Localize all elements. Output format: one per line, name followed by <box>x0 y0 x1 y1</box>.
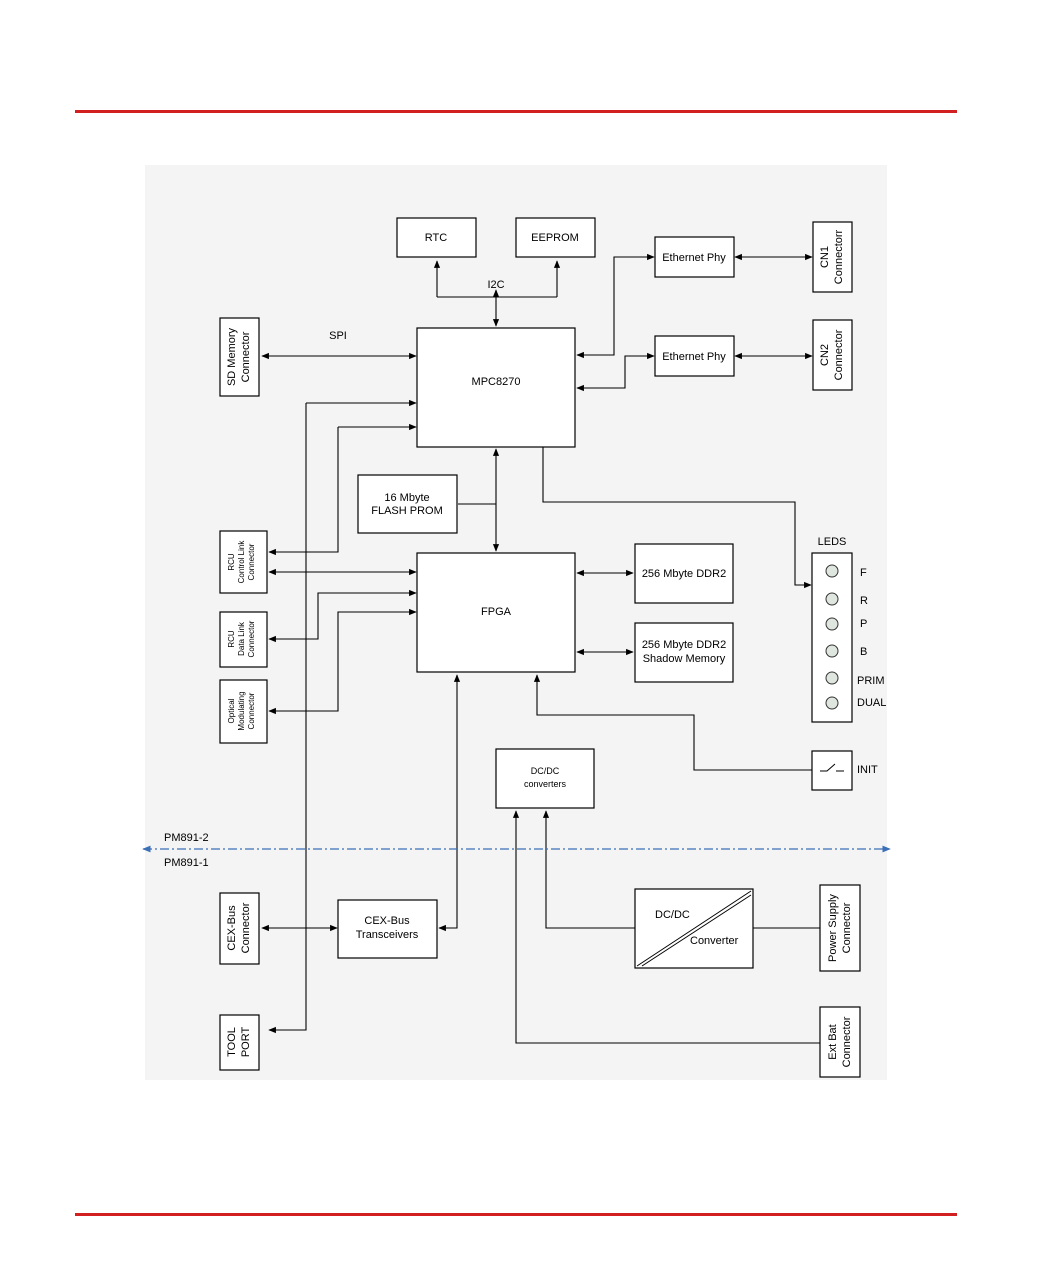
i2c-label: I2C <box>487 279 504 291</box>
svg-text:CEX-Bus: CEX-Bus <box>226 905 238 951</box>
optical-modulating-connector: Optical Modulating Connector <box>219 679 268 744</box>
led-f-icon <box>825 564 839 578</box>
led-p-icon <box>825 617 839 631</box>
leds-title: LEDS <box>818 536 847 548</box>
cn1-connector: CN1 Connectorr <box>812 221 853 293</box>
cex-bus-connector: CEX-Bus Connector <box>219 892 260 965</box>
ddr2-block: 256 Mbyte DDR2 <box>634 543 734 604</box>
svg-text:Connector: Connector <box>240 331 252 382</box>
init-switch <box>811 750 853 791</box>
svg-text:Ethernet Phy: Ethernet Phy <box>662 351 726 363</box>
wires <box>261 253 820 1044</box>
svg-text:Data Link: Data Link <box>237 621 246 656</box>
svg-text:Ethernet Phy: Ethernet Phy <box>662 252 726 264</box>
svg-text:TOOL: TOOL <box>226 1027 238 1057</box>
power-supply-connector: Power Supply Connector <box>819 884 861 972</box>
svg-text:SD Memory: SD Memory <box>226 327 238 386</box>
footer-rule <box>75 1213 957 1216</box>
led-dual-icon <box>825 696 839 710</box>
svg-text:converters: converters <box>524 779 567 789</box>
cpu-block: MPC8270 <box>416 327 576 448</box>
svg-text:EEPROM: EEPROM <box>531 232 579 244</box>
svg-text:Connector: Connector <box>841 1016 853 1067</box>
svg-text:Optical: Optical <box>227 698 236 723</box>
fpga-block: FPGA <box>416 552 576 673</box>
svg-text:DC/DC: DC/DC <box>531 766 560 776</box>
svg-text:Ext Bat: Ext Bat <box>827 1024 839 1059</box>
svg-text:Connector: Connector <box>833 329 845 380</box>
led-prim-icon <box>825 671 839 685</box>
flash-prom-block: 16 Mbyte FLASH PROM <box>357 474 458 534</box>
header-rule <box>75 110 957 113</box>
svg-text:256 Mbyte DDR2: 256 Mbyte DDR2 <box>642 639 726 651</box>
svg-text:Connector: Connector <box>247 620 256 657</box>
led-label: F <box>860 567 867 579</box>
cex-bus-transceivers: CEX-Bus Transceivers <box>337 899 438 959</box>
rcu-data-link-connector: RCU Data Link Connector <box>219 611 268 668</box>
svg-text:Modulating: Modulating <box>237 691 246 730</box>
sd-memory-connector: SD Memory Connector <box>219 317 260 397</box>
svg-text:RCU: RCU <box>227 553 236 571</box>
svg-text:Connector: Connector <box>240 902 252 953</box>
rtc-block: RTC <box>396 217 477 258</box>
svg-text:Connector: Connector <box>247 543 256 580</box>
led-label: PRIM <box>857 675 885 687</box>
svg-text:Connector: Connector <box>841 902 853 953</box>
dcdc-converters-block: DC/DC converters <box>495 748 595 809</box>
led-label: P <box>860 618 867 630</box>
switch-icon <box>820 763 844 772</box>
pm-upper-label: PM891-2 <box>164 832 209 844</box>
svg-text:256 Mbyte DDR2: 256 Mbyte DDR2 <box>642 568 726 580</box>
eeprom-block: EEPROM <box>515 217 596 258</box>
svg-text:FPGA: FPGA <box>481 606 512 618</box>
init-label: INIT <box>857 764 878 776</box>
led-label: DUAL <box>857 697 886 709</box>
svg-text:RTC: RTC <box>425 232 447 244</box>
ext-bat-connector: Ext Bat Connector <box>819 1006 861 1078</box>
pm-lower-label: PM891-1 <box>164 857 209 869</box>
svg-text:Converter: Converter <box>690 935 739 947</box>
svg-text:CEX-Bus: CEX-Bus <box>364 915 410 927</box>
svg-text:CN2: CN2 <box>819 344 831 366</box>
led-b-icon <box>825 644 839 658</box>
ddr2-shadow-block: 256 Mbyte DDR2 Shadow Memory <box>634 622 734 683</box>
svg-text:Control Link: Control Link <box>237 540 246 584</box>
rcu-control-link-connector: RCU Control Link Connector <box>219 530 268 594</box>
ethernet-phy-1: Ethernet Phy <box>654 236 735 278</box>
led-label: B <box>860 646 867 658</box>
svg-text:Transceivers: Transceivers <box>356 929 419 941</box>
svg-text:CN1: CN1 <box>819 246 831 268</box>
svg-text:RCU: RCU <box>227 630 236 648</box>
tool-port: TOOL PORT <box>219 1014 260 1071</box>
ethernet-phy-2: Ethernet Phy <box>654 335 735 377</box>
svg-text:FLASH PROM: FLASH PROM <box>371 505 443 517</box>
svg-text:PORT: PORT <box>240 1027 252 1058</box>
svg-text:Power Supply: Power Supply <box>827 894 839 962</box>
svg-text:Connectorr: Connectorr <box>833 229 845 284</box>
leds-panel <box>811 552 853 723</box>
svg-text:MPC8270: MPC8270 <box>472 376 521 388</box>
svg-text:16 Mbyte: 16 Mbyte <box>384 492 429 504</box>
spi-label: SPI <box>329 330 347 342</box>
cn2-connector: CN2 Connector <box>812 319 853 391</box>
svg-text:Connector: Connector <box>247 692 256 729</box>
dcdc-converter-main: DC/DC Converter <box>634 888 754 969</box>
led-label: R <box>860 595 868 607</box>
led-r-icon <box>825 592 839 606</box>
svg-text:DC/DC: DC/DC <box>655 909 690 921</box>
svg-text:Shadow Memory: Shadow Memory <box>643 653 726 665</box>
